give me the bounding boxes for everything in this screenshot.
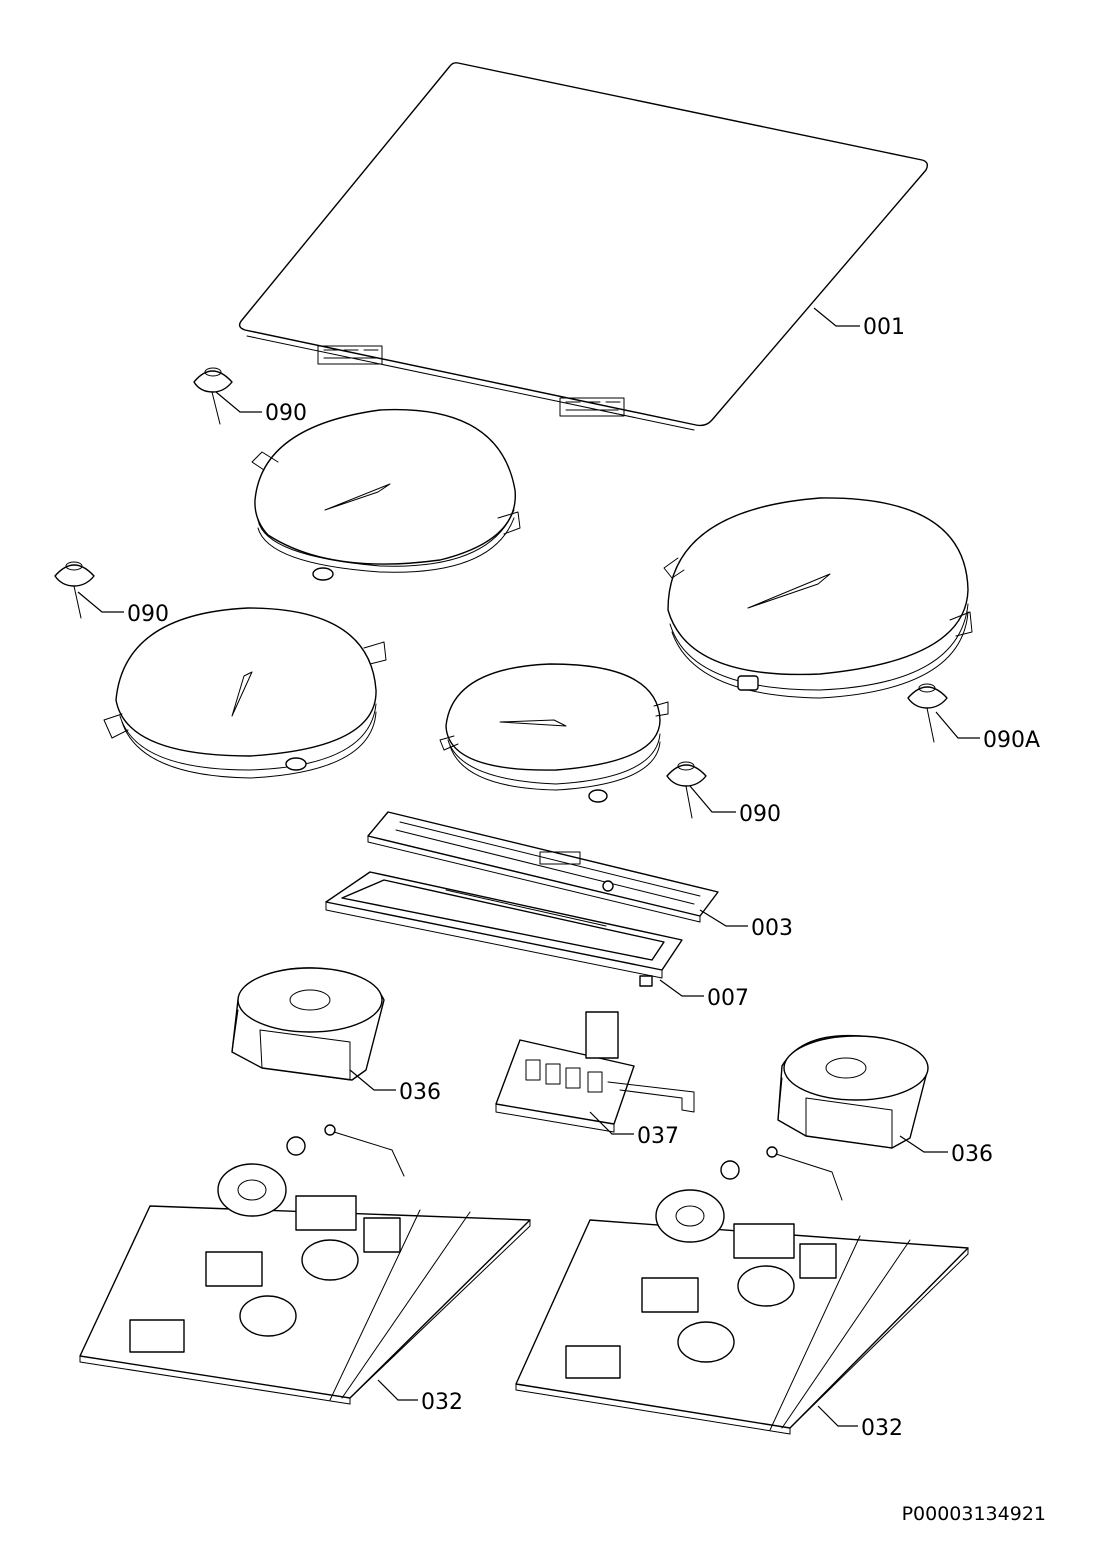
cap-icon — [54, 561, 95, 619]
induction-coil-rear-left — [251, 408, 521, 581]
cap-icon — [193, 367, 233, 425]
part-label: 090 — [127, 602, 169, 627]
part-label: 090A — [983, 728, 1040, 753]
power-board-left — [79, 1124, 531, 1405]
control-frame — [325, 871, 683, 987]
glass-top-plate — [238, 62, 929, 431]
fan-right — [777, 1034, 929, 1149]
part-label: 036 — [951, 1142, 993, 1167]
document-id: P00003134921 — [902, 1503, 1046, 1525]
induction-coil-rear-right — [663, 497, 973, 699]
cap-icon — [666, 761, 707, 819]
part-label: 036 — [399, 1080, 441, 1105]
part-label: 037 — [637, 1124, 679, 1149]
power-board-right — [515, 1146, 969, 1435]
part-label: 001 — [863, 315, 905, 340]
part-label: 007 — [707, 986, 749, 1011]
induction-coil-front-left — [103, 607, 387, 779]
induction-coil-front-center — [439, 663, 669, 803]
leader-lines — [77, 307, 980, 1427]
part-label: 003 — [751, 916, 793, 941]
terminal-block — [495, 1011, 695, 1133]
part-label: 090 — [265, 401, 307, 426]
fan-left — [231, 967, 385, 1081]
control-board — [367, 811, 719, 923]
part-label: 032 — [421, 1390, 463, 1415]
part-label: 032 — [861, 1416, 903, 1441]
part-label: 090 — [739, 802, 781, 827]
cap-icon — [907, 683, 948, 743]
